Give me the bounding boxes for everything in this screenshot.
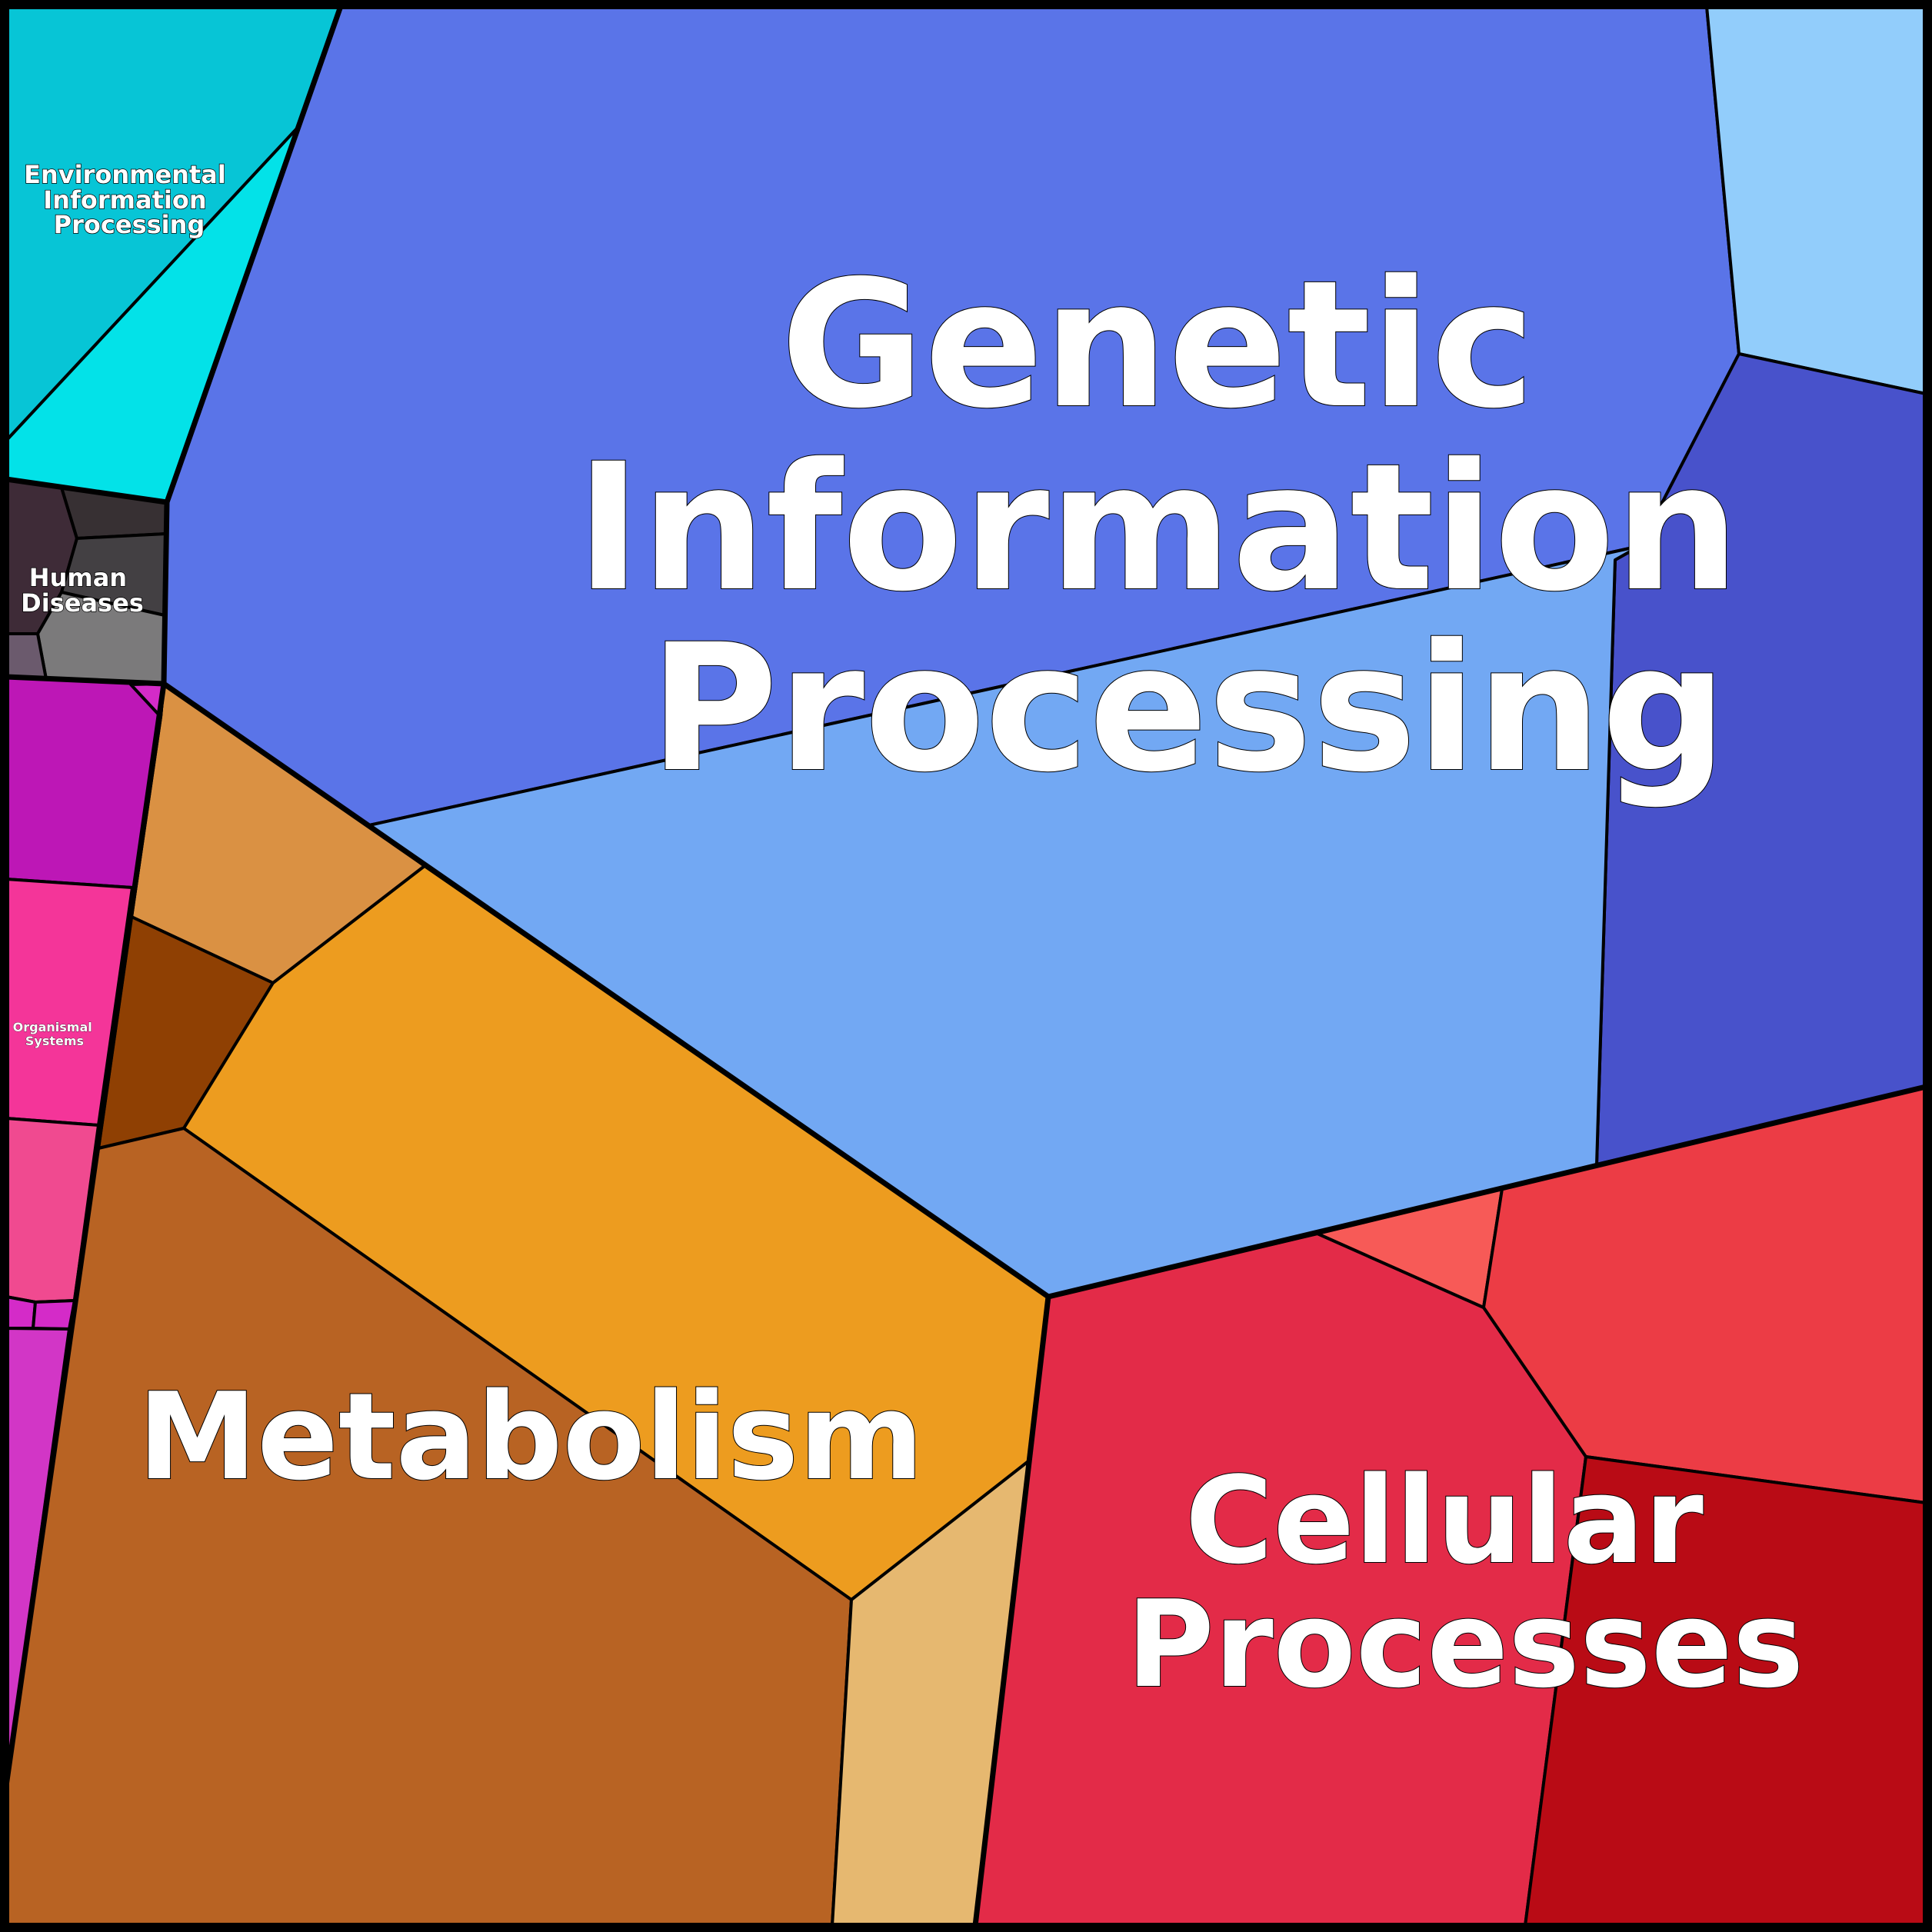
border-genetic-metabolism [162, 681, 1050, 1299]
border-env-genetic [164, 5, 344, 504]
label-metabolism: Metabolism [138, 1367, 924, 1507]
label-organismal-systems: Organismal Systems [13, 1020, 97, 1048]
labels: Genetic Information Processing Metabolis… [12, 159, 1804, 1715]
label-env-line-2: Information [43, 185, 206, 215]
border-human-organismal [5, 674, 165, 687]
label-genetic-line-2: Information [576, 425, 1740, 630]
label-human-line-1: Human [29, 563, 127, 592]
label-env-line-3: Processing [54, 210, 205, 239]
border-env-human [5, 476, 170, 685]
border-left-strip [3, 683, 167, 1787]
label-human-line-2: Diseases [21, 588, 144, 618]
label-env-line-1: Environmental [24, 160, 226, 189]
label-cellular-line-1: Cellular [1185, 1451, 1704, 1591]
label-human-diseases: Human Diseases [21, 563, 144, 618]
group-borders [3, 5, 1927, 1927]
cell-org-magenta-b [32, 1299, 76, 1331]
cell-org-magenta-a [5, 1295, 37, 1330]
group-genetic-information-processing [162, 5, 1927, 1298]
group-cellular-processes [974, 1085, 1927, 1927]
group-metabolism [5, 682, 1050, 1927]
label-genetic-information-processing: Genetic Information Processing [576, 242, 1800, 811]
label-genetic-line-1: Genetic [781, 242, 1535, 447]
label-organismal-line-1: Organismal [13, 1020, 92, 1034]
cell-human-e [5, 632, 48, 681]
label-cellular-processes: Cellular Processes [1126, 1451, 1804, 1714]
group-human-diseases [5, 478, 168, 685]
label-organismal-line-2: Systems [25, 1034, 84, 1048]
border-metabolism-cellular [972, 1296, 1051, 1927]
border-genetic-cellular [1048, 1084, 1927, 1300]
label-cellular-line-2: Processes [1126, 1574, 1804, 1714]
label-genetic-line-3: Processing [649, 606, 1727, 811]
label-metabolism-line-1: Metabolism [138, 1367, 924, 1507]
cell-genetic-pale [1705, 5, 1927, 395]
label-environmental-information-processing: Environmental Information Processing [24, 160, 235, 239]
